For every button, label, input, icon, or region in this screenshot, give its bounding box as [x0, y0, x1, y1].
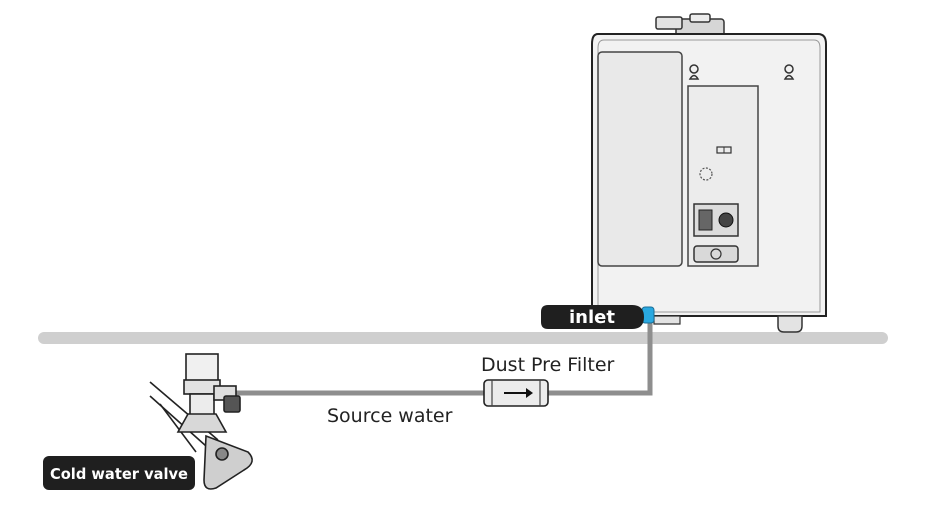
inlet-label: inlet — [569, 307, 615, 328]
cold-water-valve-badge: Cold water valve — [43, 456, 195, 490]
dust-pre-filter — [483, 379, 549, 407]
water-ionizer-unit — [591, 13, 827, 333]
countertop — [38, 332, 888, 344]
power-switch-icon — [693, 203, 739, 237]
cold-water-valve-label: Cold water valve — [50, 465, 188, 483]
source-water-pipe — [232, 318, 653, 396]
cold-water-valve — [149, 353, 253, 490]
inlet-label-badge: inlet — [541, 305, 644, 329]
keyhole-icon — [688, 64, 795, 80]
dust-pre-filter-label: Dust Pre Filter — [481, 354, 615, 376]
source-water-label: Source water — [327, 405, 453, 427]
